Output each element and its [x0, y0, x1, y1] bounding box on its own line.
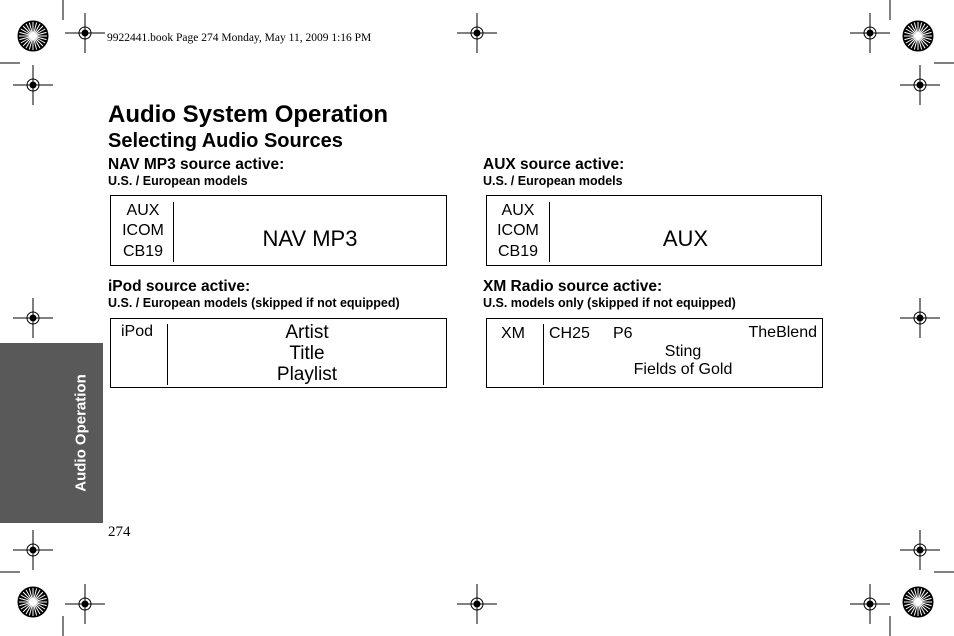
display-left-line: CB19: [497, 243, 539, 260]
print-info: 9922441.book Page 274 Monday, May 11, 20…: [107, 32, 372, 44]
ipod-display: iPod Artist Title Playlist: [110, 318, 447, 388]
display-main-text: NAV MP3: [262, 226, 358, 251]
display-artist: Sting: [664, 343, 702, 360]
display-left-line: CB19: [122, 243, 164, 260]
xm-display: XM CH25 P6 TheBlend Sting Fields of Gold: [486, 318, 823, 388]
display-song: Fields of Gold: [633, 361, 733, 378]
display-channel: CH25: [549, 325, 590, 342]
display-left-line: ICOM: [497, 222, 539, 239]
aux-display: AUX ICOM CB19 AUX: [486, 195, 822, 266]
side-tab-label: Audio Operation: [72, 374, 90, 492]
aux-section-title: AUX source active:: [483, 156, 625, 173]
display-preset: P6: [613, 325, 633, 342]
display-left-line: AUX: [126, 202, 160, 219]
nav-display: AUX ICOM CB19 NAV MP3: [110, 195, 447, 266]
display-left-label: iPod: [121, 323, 154, 340]
xm-section-subtitle: U.S. models only (skipped if not equippe…: [483, 296, 736, 310]
page-title: Audio System Operation: [108, 101, 389, 128]
nav-section-title: NAV MP3 source active:: [108, 156, 285, 173]
display-line-artist: Artist: [285, 322, 329, 343]
nav-section-subtitle: U.S. / European models: [108, 174, 248, 188]
display-left-line: ICOM: [122, 222, 164, 239]
side-tab: [0, 343, 103, 523]
display-left-label: XM: [501, 325, 525, 342]
aux-section-subtitle: U.S. / European models: [483, 174, 623, 188]
display-main-text: AUX: [662, 226, 709, 251]
page-subtitle: Selecting Audio Sources: [108, 130, 343, 152]
display-station: TheBlend: [748, 324, 818, 341]
xm-section-title: XM Radio source active:: [483, 278, 663, 295]
display-line-playlist: Playlist: [276, 364, 338, 385]
display-left-line: AUX: [501, 202, 535, 219]
ipod-section-subtitle: U.S. / European models (skipped if not e…: [108, 296, 400, 310]
ipod-section-title: iPod source active:: [108, 278, 251, 295]
page-number: 274: [108, 524, 131, 540]
display-line-title: Title: [289, 343, 325, 364]
